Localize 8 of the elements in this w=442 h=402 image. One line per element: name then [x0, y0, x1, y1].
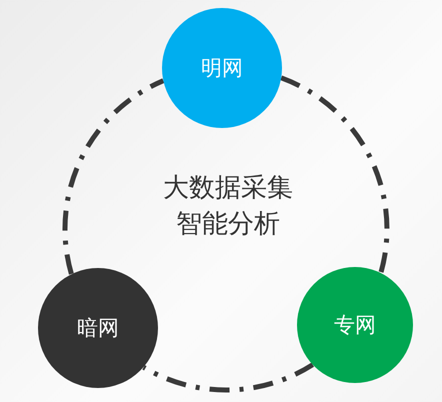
dash-dot-arc — [280, 76, 390, 274]
network-circle: 暗网 — [38, 268, 158, 388]
network-circle: 明网 — [162, 8, 282, 128]
dash-dot-arc — [142, 362, 314, 392]
dash-dot-arc — [62, 78, 164, 275]
center-text: 智能分析 — [176, 208, 280, 240]
network-circle: 专网 — [297, 267, 413, 383]
center-text: 大数据采集 — [163, 172, 293, 204]
